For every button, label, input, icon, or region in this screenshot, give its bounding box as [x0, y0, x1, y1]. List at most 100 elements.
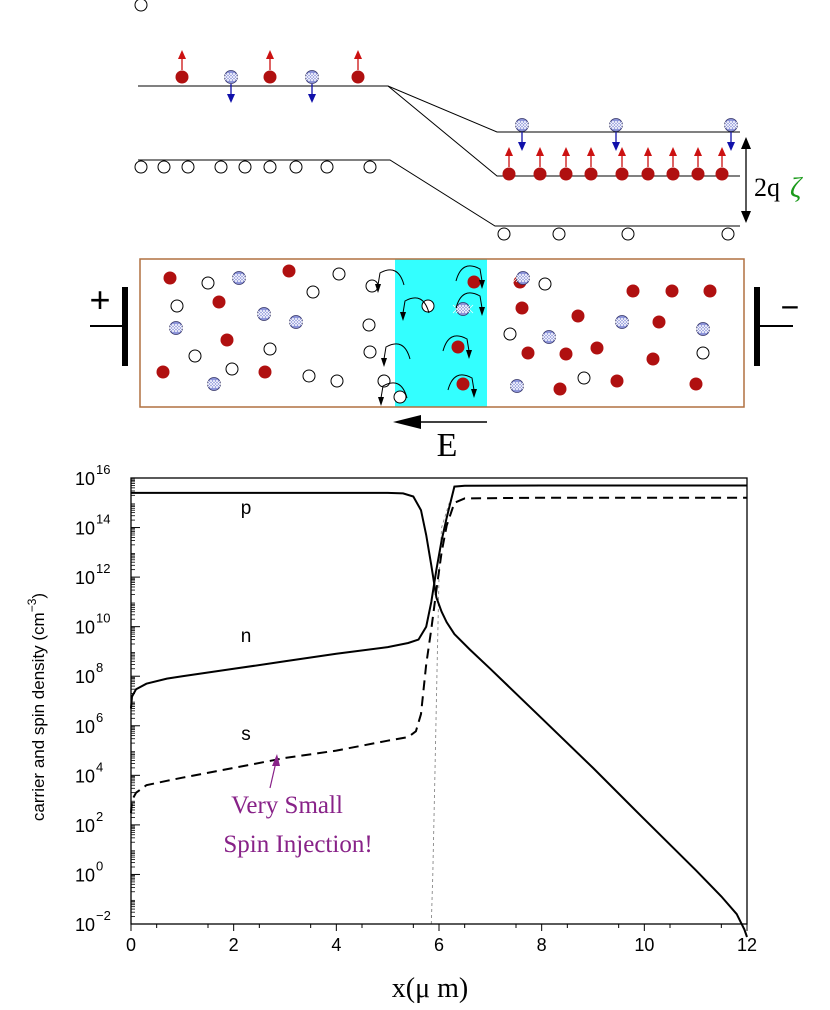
svg-text:carrier and spin density (cm−3: carrier and spin density (cm−3) [25, 593, 48, 821]
spin-down-arrowhead-icon [227, 94, 235, 103]
hole-icon [289, 160, 303, 174]
device-particles [156, 264, 717, 404]
spin-down-electron-icon [506, 379, 528, 393]
spin-down-electron-icon [203, 377, 225, 391]
series-n-line [130, 484, 747, 709]
y-tick-label: 10 [75, 915, 95, 935]
y-tick-exponent: 8 [96, 660, 103, 675]
spin-up-electron-icon [258, 365, 272, 379]
hole-icon [538, 277, 552, 291]
spin-up-arrowhead-icon [266, 50, 274, 59]
hole-icon [696, 346, 710, 360]
gap-arrow [741, 137, 751, 223]
spin-up-electron-icon [615, 167, 629, 181]
curl-arrow-icon [381, 343, 411, 367]
y-tick-label: 10 [75, 816, 95, 836]
spin-down-electron-icon [220, 70, 242, 84]
spin-up-electron-icon [163, 271, 177, 285]
spin-up-electron-icon [156, 365, 170, 379]
hole-icon [393, 390, 407, 404]
curl-arrows [375, 265, 485, 406]
hole-icon [263, 342, 277, 356]
gap-label: 2q [754, 173, 780, 202]
y-tick-exponent: 16 [96, 462, 110, 477]
spin-up-electron-icon [515, 301, 529, 315]
spin-down-arrowhead-icon [612, 142, 620, 151]
spin-down-electron-icon [605, 118, 627, 132]
spin-up-electron-icon [533, 167, 547, 181]
chart-series [130, 484, 748, 938]
spin-up-electron-icon [263, 70, 277, 84]
curl-arrow-icon [447, 374, 477, 398]
y-tick-exponent: 14 [96, 512, 110, 527]
spin-up-arrowhead-icon [694, 147, 702, 156]
spin-split-band-line [387, 85, 740, 177]
y-tick-exponent: 0 [96, 858, 103, 873]
hole-icon [134, 160, 148, 174]
band-particles [134, 50, 742, 241]
y-tick-label: 10 [75, 568, 95, 588]
x-tick-label: 6 [434, 935, 444, 955]
spin-up-electron-icon [641, 167, 655, 181]
spin-down-electron-icon [285, 315, 307, 329]
spin-up-electron-icon [652, 315, 666, 329]
spin-down-electron-icon [301, 70, 323, 84]
field-label: E [437, 427, 458, 464]
guide-dashed-line [430, 502, 450, 925]
label-s: s [241, 724, 251, 745]
spin-up-electron-icon [212, 295, 226, 309]
x-axis-label: x(μ m) [392, 973, 468, 1004]
y-tick-exponent: −2 [96, 908, 111, 923]
spin-down-electron-icon [720, 118, 742, 132]
spin-up-electron-icon [351, 70, 365, 84]
x-tick-label: 12 [737, 935, 757, 955]
spin-up-electron-icon [715, 167, 729, 181]
spin-up-electron-icon [626, 284, 640, 298]
annotation-line1: Very Small [231, 792, 343, 819]
label-n: n [241, 626, 252, 647]
hole-icon [263, 160, 277, 174]
spin-down-electron-icon [692, 322, 714, 336]
hole-icon [332, 267, 346, 281]
y-tick-exponent: 4 [96, 759, 103, 774]
hole-icon [201, 276, 215, 290]
hole-icon [157, 160, 171, 174]
spin-down-arrowhead-icon [518, 142, 526, 151]
minus-label: − [781, 289, 800, 325]
hole-icon [306, 285, 320, 299]
spin-up-electron-icon [175, 70, 189, 84]
y-tick-label: 10 [75, 766, 95, 786]
spin-up-electron-icon [571, 309, 585, 323]
hole-icon [214, 160, 228, 174]
hole-icon [363, 345, 377, 359]
hole-icon [552, 227, 566, 241]
y-tick-label: 10 [75, 667, 95, 687]
spin-up-electron-icon [559, 347, 573, 361]
curl-arrow-icon [400, 297, 430, 321]
spin-up-arrowhead-icon [536, 147, 544, 156]
spin-down-electron-icon [165, 321, 187, 335]
field-arrow [393, 415, 487, 429]
spin-down-arrowhead-icon [308, 94, 316, 103]
curl-arrow-icon [455, 265, 485, 289]
spin-up-electron-icon [456, 377, 470, 391]
spin-up-arrowhead-icon [178, 50, 186, 59]
y-tick-label: 10 [75, 519, 95, 539]
negative-terminal [754, 287, 793, 366]
spin-up-arrowhead-icon [718, 147, 726, 156]
hole-icon [302, 369, 316, 383]
y-tick-exponent: 2 [96, 809, 103, 824]
y-axis-exponent: −3 [25, 598, 39, 612]
spin-down-arrowhead-icon [727, 142, 735, 151]
curl-arrow-icon [442, 335, 472, 359]
spin-down-electron-icon [611, 315, 633, 329]
hole-icon [320, 160, 334, 174]
hole-icon [170, 299, 184, 313]
hole-icon [621, 227, 635, 241]
y-tick-label: 10 [75, 865, 95, 885]
hole-icon [225, 362, 239, 376]
label-p: p [241, 498, 252, 519]
hole-icon [503, 327, 517, 341]
